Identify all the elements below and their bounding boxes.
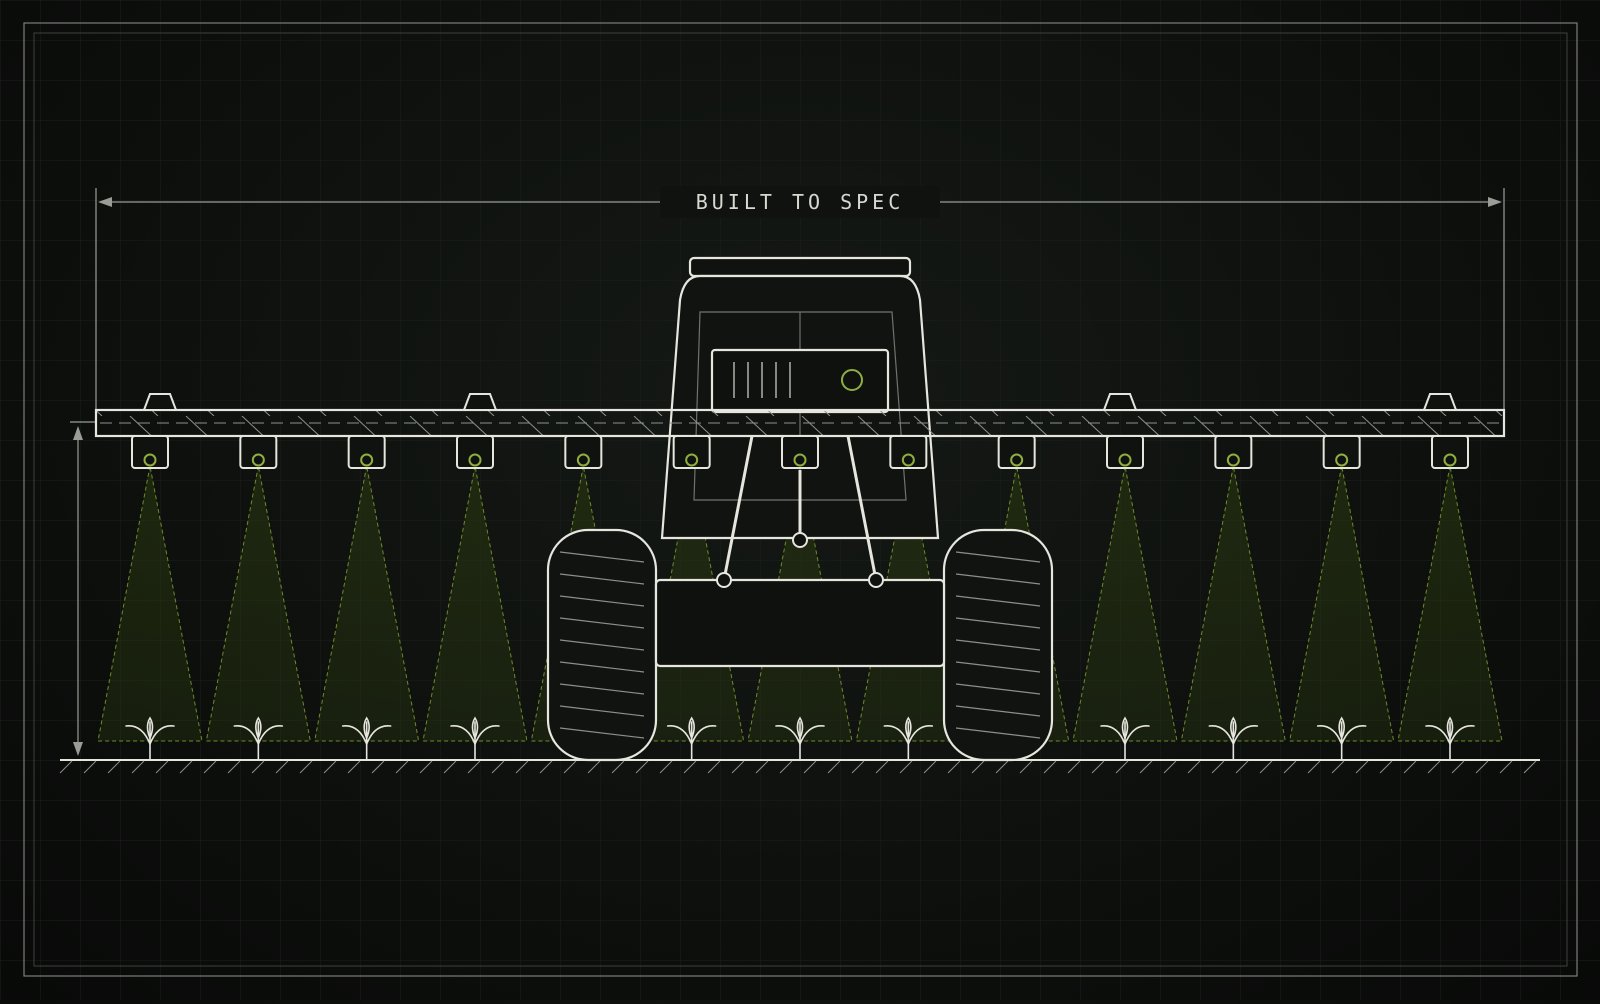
seedling-icon [883, 716, 934, 761]
boom-mount-3 [1102, 393, 1138, 411]
nozzle-icon [672, 435, 711, 469]
seedling-icon [450, 716, 500, 761]
boom-frame [94, 408, 1506, 438]
title-label-bg [660, 186, 940, 218]
inner-frame [33, 32, 1568, 967]
outer-frame [23, 22, 1578, 977]
seedling-icon [1425, 716, 1475, 761]
indicator-light-icon [841, 369, 863, 391]
nozzle-icon [997, 435, 1036, 469]
hitch-pivot-right [868, 572, 884, 588]
seedling-icon [341, 716, 392, 761]
boom-mounts [142, 393, 1458, 411]
wheel-left [546, 528, 658, 762]
hitch-linkage [716, 435, 884, 588]
boom-mount-2 [462, 393, 498, 411]
wheel-right [942, 528, 1054, 762]
nozzle-row [131, 435, 1469, 469]
spray-boom [94, 393, 1506, 469]
nozzle-icon [1106, 435, 1144, 469]
nozzle-icon [456, 435, 494, 469]
seedling-icon [666, 716, 717, 761]
ground-hatching [59, 760, 1537, 774]
seedling-icon [775, 716, 825, 761]
hitch-pivot-left [716, 572, 732, 588]
seedling-icon [125, 716, 175, 761]
seedling-icon [1316, 716, 1367, 761]
hitch-pivot-top [792, 532, 808, 548]
nozzle-icon [131, 435, 169, 469]
nozzle-icon [1431, 435, 1469, 469]
nozzle-icon [1322, 435, 1361, 469]
seedling-icon [233, 716, 284, 761]
seedling-icon [1208, 716, 1259, 761]
nozzle-icon [347, 435, 386, 469]
diagram-title: BUILT TO SPEC [696, 190, 905, 214]
arrow-left-icon [98, 197, 112, 207]
arrow-down-icon [73, 742, 83, 756]
arrow-right-icon [1488, 197, 1502, 207]
boom-mount-1 [142, 393, 178, 411]
nozzle-icon [889, 435, 928, 469]
nozzle-icon [564, 435, 603, 469]
sprayer-tank [654, 578, 946, 668]
boom-mount-4 [1422, 393, 1458, 411]
arrow-up-icon [73, 426, 83, 440]
height-dimension [70, 421, 96, 756]
nozzle-icon [781, 435, 819, 469]
cab-roof [688, 256, 912, 278]
width-dimension [95, 188, 1505, 410]
nozzle-icon [1214, 435, 1253, 469]
seedling-icon [1100, 716, 1150, 761]
vent-grille [733, 362, 791, 398]
nozzle-icon [239, 435, 278, 469]
